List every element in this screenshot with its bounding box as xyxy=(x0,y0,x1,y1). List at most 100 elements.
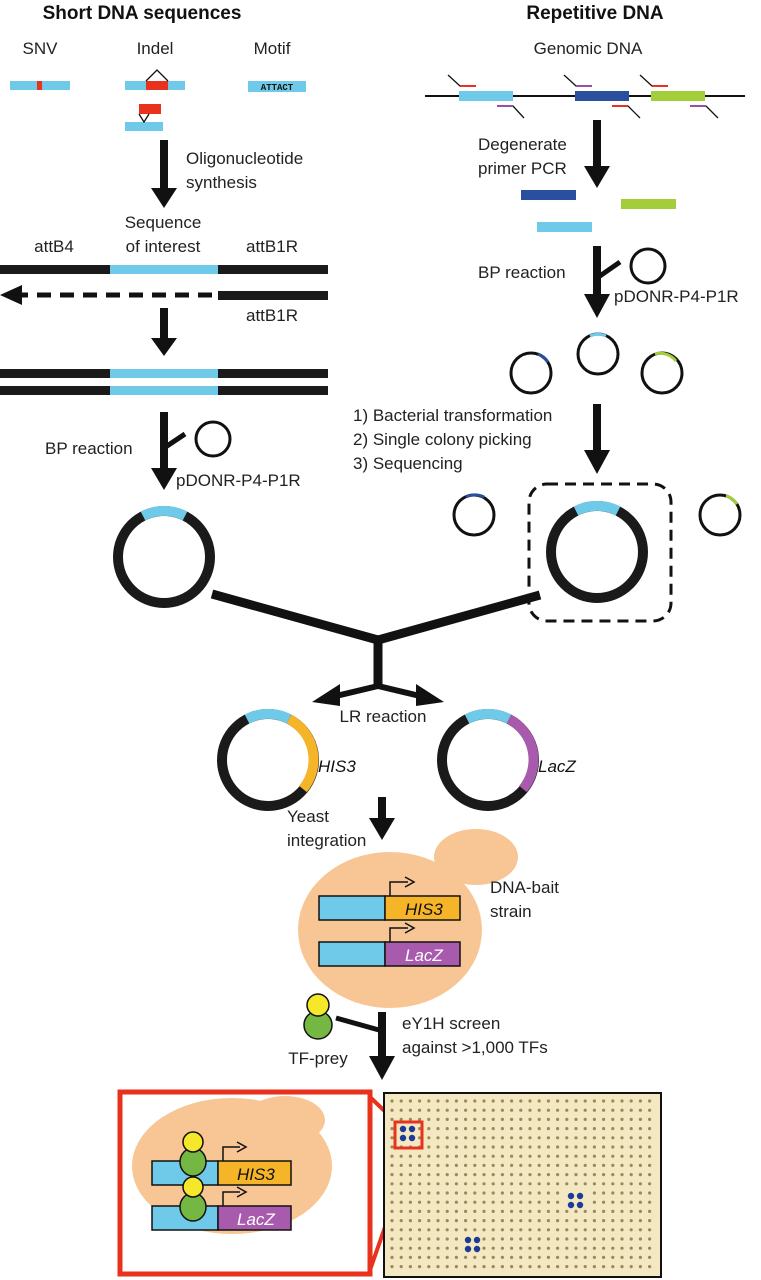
colony-dot xyxy=(399,1200,403,1204)
ds-bottom-left xyxy=(0,386,110,395)
colony-dot xyxy=(473,1228,477,1232)
positive-colony xyxy=(399,1125,407,1133)
label-indel: Indel xyxy=(137,39,174,58)
colony-dot xyxy=(427,1099,431,1103)
colony-dot xyxy=(510,1237,514,1241)
colony-dot xyxy=(620,1127,624,1131)
colony-dot xyxy=(592,1099,597,1103)
colony-dot xyxy=(537,1219,541,1223)
colony-dot xyxy=(620,1136,624,1140)
colony-dot xyxy=(427,1237,431,1241)
colony-dot xyxy=(445,1246,449,1250)
colony-dot xyxy=(408,1237,412,1241)
label-oligo-2: synthesis xyxy=(186,173,257,192)
colony-dot xyxy=(565,1145,569,1149)
colony-dot xyxy=(519,1219,523,1223)
bait-lacz-reporter xyxy=(384,941,461,967)
colony-dot xyxy=(418,1209,422,1213)
colony-dot xyxy=(638,1209,643,1213)
colony-dot xyxy=(556,1182,560,1186)
ds-top-right xyxy=(218,369,328,378)
colony-dot xyxy=(390,1099,394,1103)
label-pcr-1: Degenerate xyxy=(478,135,567,154)
colony-dot xyxy=(583,1154,587,1158)
his3-tss xyxy=(389,881,408,896)
colony-dot xyxy=(537,1255,541,1259)
tf-prey-head xyxy=(306,993,330,1017)
colony-dot xyxy=(491,1246,495,1250)
colony-dot xyxy=(629,1173,633,1177)
colony-dot xyxy=(592,1163,597,1167)
colony-dot xyxy=(482,1265,486,1269)
colony-dot xyxy=(574,1117,578,1121)
colony-dot xyxy=(574,1228,578,1232)
colony-dot xyxy=(500,1182,504,1186)
colony-dot xyxy=(592,1209,597,1213)
colony-dot xyxy=(620,1265,624,1269)
colony-dot xyxy=(408,1182,412,1186)
colony-dot xyxy=(648,1154,652,1158)
colony-dot xyxy=(546,1108,551,1112)
label-lacz-plasmid: LacZ xyxy=(538,757,576,776)
double-stranded-oligo xyxy=(0,369,328,395)
pcr-product-cyan xyxy=(537,222,592,232)
colony-dot xyxy=(611,1117,615,1121)
colony-dot xyxy=(464,1136,468,1140)
colony-dot xyxy=(611,1246,615,1250)
colony-dot xyxy=(565,1255,569,1259)
colony-dot xyxy=(583,1127,587,1131)
colony-dot xyxy=(427,1246,431,1250)
colony-dot xyxy=(510,1154,514,1158)
colony-dot xyxy=(546,1209,551,1213)
colony-dot xyxy=(528,1127,532,1131)
colony-dot xyxy=(648,1200,652,1204)
colony-dot xyxy=(537,1117,541,1121)
colony-dot xyxy=(408,1200,412,1204)
colony-dot xyxy=(648,1246,652,1250)
colony-dot xyxy=(491,1154,495,1158)
colony-dot xyxy=(491,1182,495,1186)
colony-dot xyxy=(473,1200,477,1204)
colony-dot xyxy=(500,1099,504,1103)
colony-dot xyxy=(602,1117,606,1121)
attB4-segment xyxy=(0,265,110,274)
merge-lines xyxy=(210,589,542,706)
colony-dot xyxy=(436,1099,440,1103)
clone-lime-insert xyxy=(654,351,678,363)
colony-dot xyxy=(592,1182,597,1186)
colony-dot xyxy=(418,1237,422,1241)
colony-dot xyxy=(427,1173,431,1177)
positive-colony xyxy=(567,1201,575,1209)
colony-dot xyxy=(500,1127,504,1131)
colony-dot xyxy=(602,1173,606,1177)
ds-top-interest xyxy=(110,369,218,378)
colony-dot xyxy=(528,1108,532,1112)
colony-dot xyxy=(537,1173,541,1177)
inset-yeast: HIS3 LacZ xyxy=(132,1096,332,1234)
colony-dot xyxy=(611,1265,615,1269)
colony-dot xyxy=(648,1145,652,1149)
split-left-head xyxy=(312,684,340,706)
colony-dot xyxy=(565,1127,569,1131)
colony-dot xyxy=(556,1219,560,1223)
colony-dot xyxy=(519,1255,523,1259)
colony-dot xyxy=(528,1173,532,1177)
colony-dot xyxy=(602,1255,606,1259)
positive-colony xyxy=(399,1134,407,1142)
colony-dot xyxy=(556,1265,560,1269)
colony-dot xyxy=(491,1127,495,1131)
colony-dot xyxy=(390,1255,394,1259)
lacz-tss xyxy=(389,927,408,942)
colony-dot xyxy=(620,1182,624,1186)
colony-dot xyxy=(638,1219,643,1223)
colony-dot xyxy=(418,1154,422,1158)
colony-dot xyxy=(620,1173,624,1177)
colony-dot xyxy=(491,1209,495,1213)
colony-dot xyxy=(399,1246,403,1250)
colony-dot xyxy=(592,1219,597,1223)
positive-colony xyxy=(567,1192,575,1200)
colony-dot xyxy=(408,1255,412,1259)
colony-dot xyxy=(454,1108,458,1112)
colony-dot xyxy=(611,1154,615,1158)
label-bait-his3: HIS3 xyxy=(405,900,443,919)
